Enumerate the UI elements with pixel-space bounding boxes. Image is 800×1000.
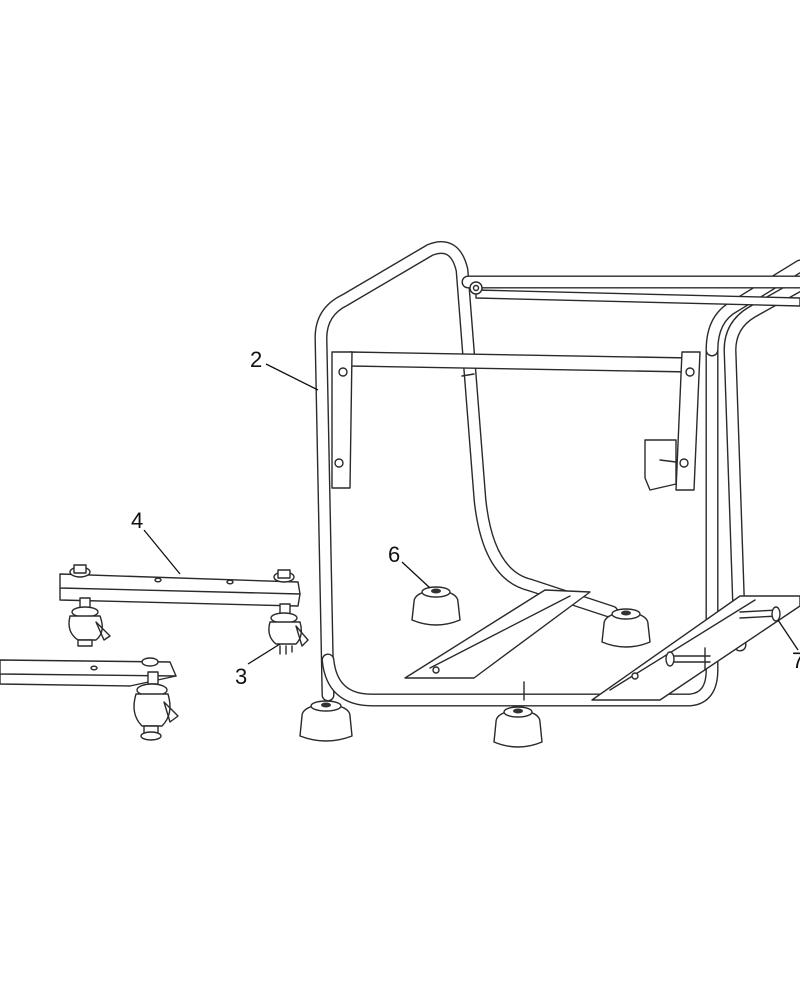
bolt-lower <box>665 647 711 671</box>
callout-4: 4 <box>131 508 181 575</box>
callout-6: 6 <box>388 542 431 589</box>
svg-text:3: 3 <box>235 664 247 689</box>
svg-text:7: 7 <box>792 648 800 673</box>
rubber-foot-front-left <box>299 700 353 742</box>
rubber-foot-rear <box>601 608 651 648</box>
isolator-mount-left <box>68 597 111 647</box>
svg-text:6: 6 <box>388 542 400 567</box>
rear-crossbar <box>469 281 800 307</box>
isolator-mount-callout-3 <box>268 603 309 655</box>
svg-text:2: 2 <box>250 347 262 372</box>
svg-text:4: 4 <box>131 508 143 533</box>
frame-tube <box>314 241 800 707</box>
bolt-callout-7 <box>739 606 781 622</box>
isolator-mount-lower <box>133 671 179 741</box>
callout-2: 2 <box>250 347 319 391</box>
callout-3: 3 <box>235 643 281 689</box>
base-skids <box>404 589 800 701</box>
callout-7: 7 <box>777 619 800 673</box>
rubber-foot-callout-6 <box>411 586 461 626</box>
front-crossbar <box>331 351 701 491</box>
front-mount-bracket <box>59 564 301 607</box>
rubber-foot-front-right <box>493 706 543 748</box>
